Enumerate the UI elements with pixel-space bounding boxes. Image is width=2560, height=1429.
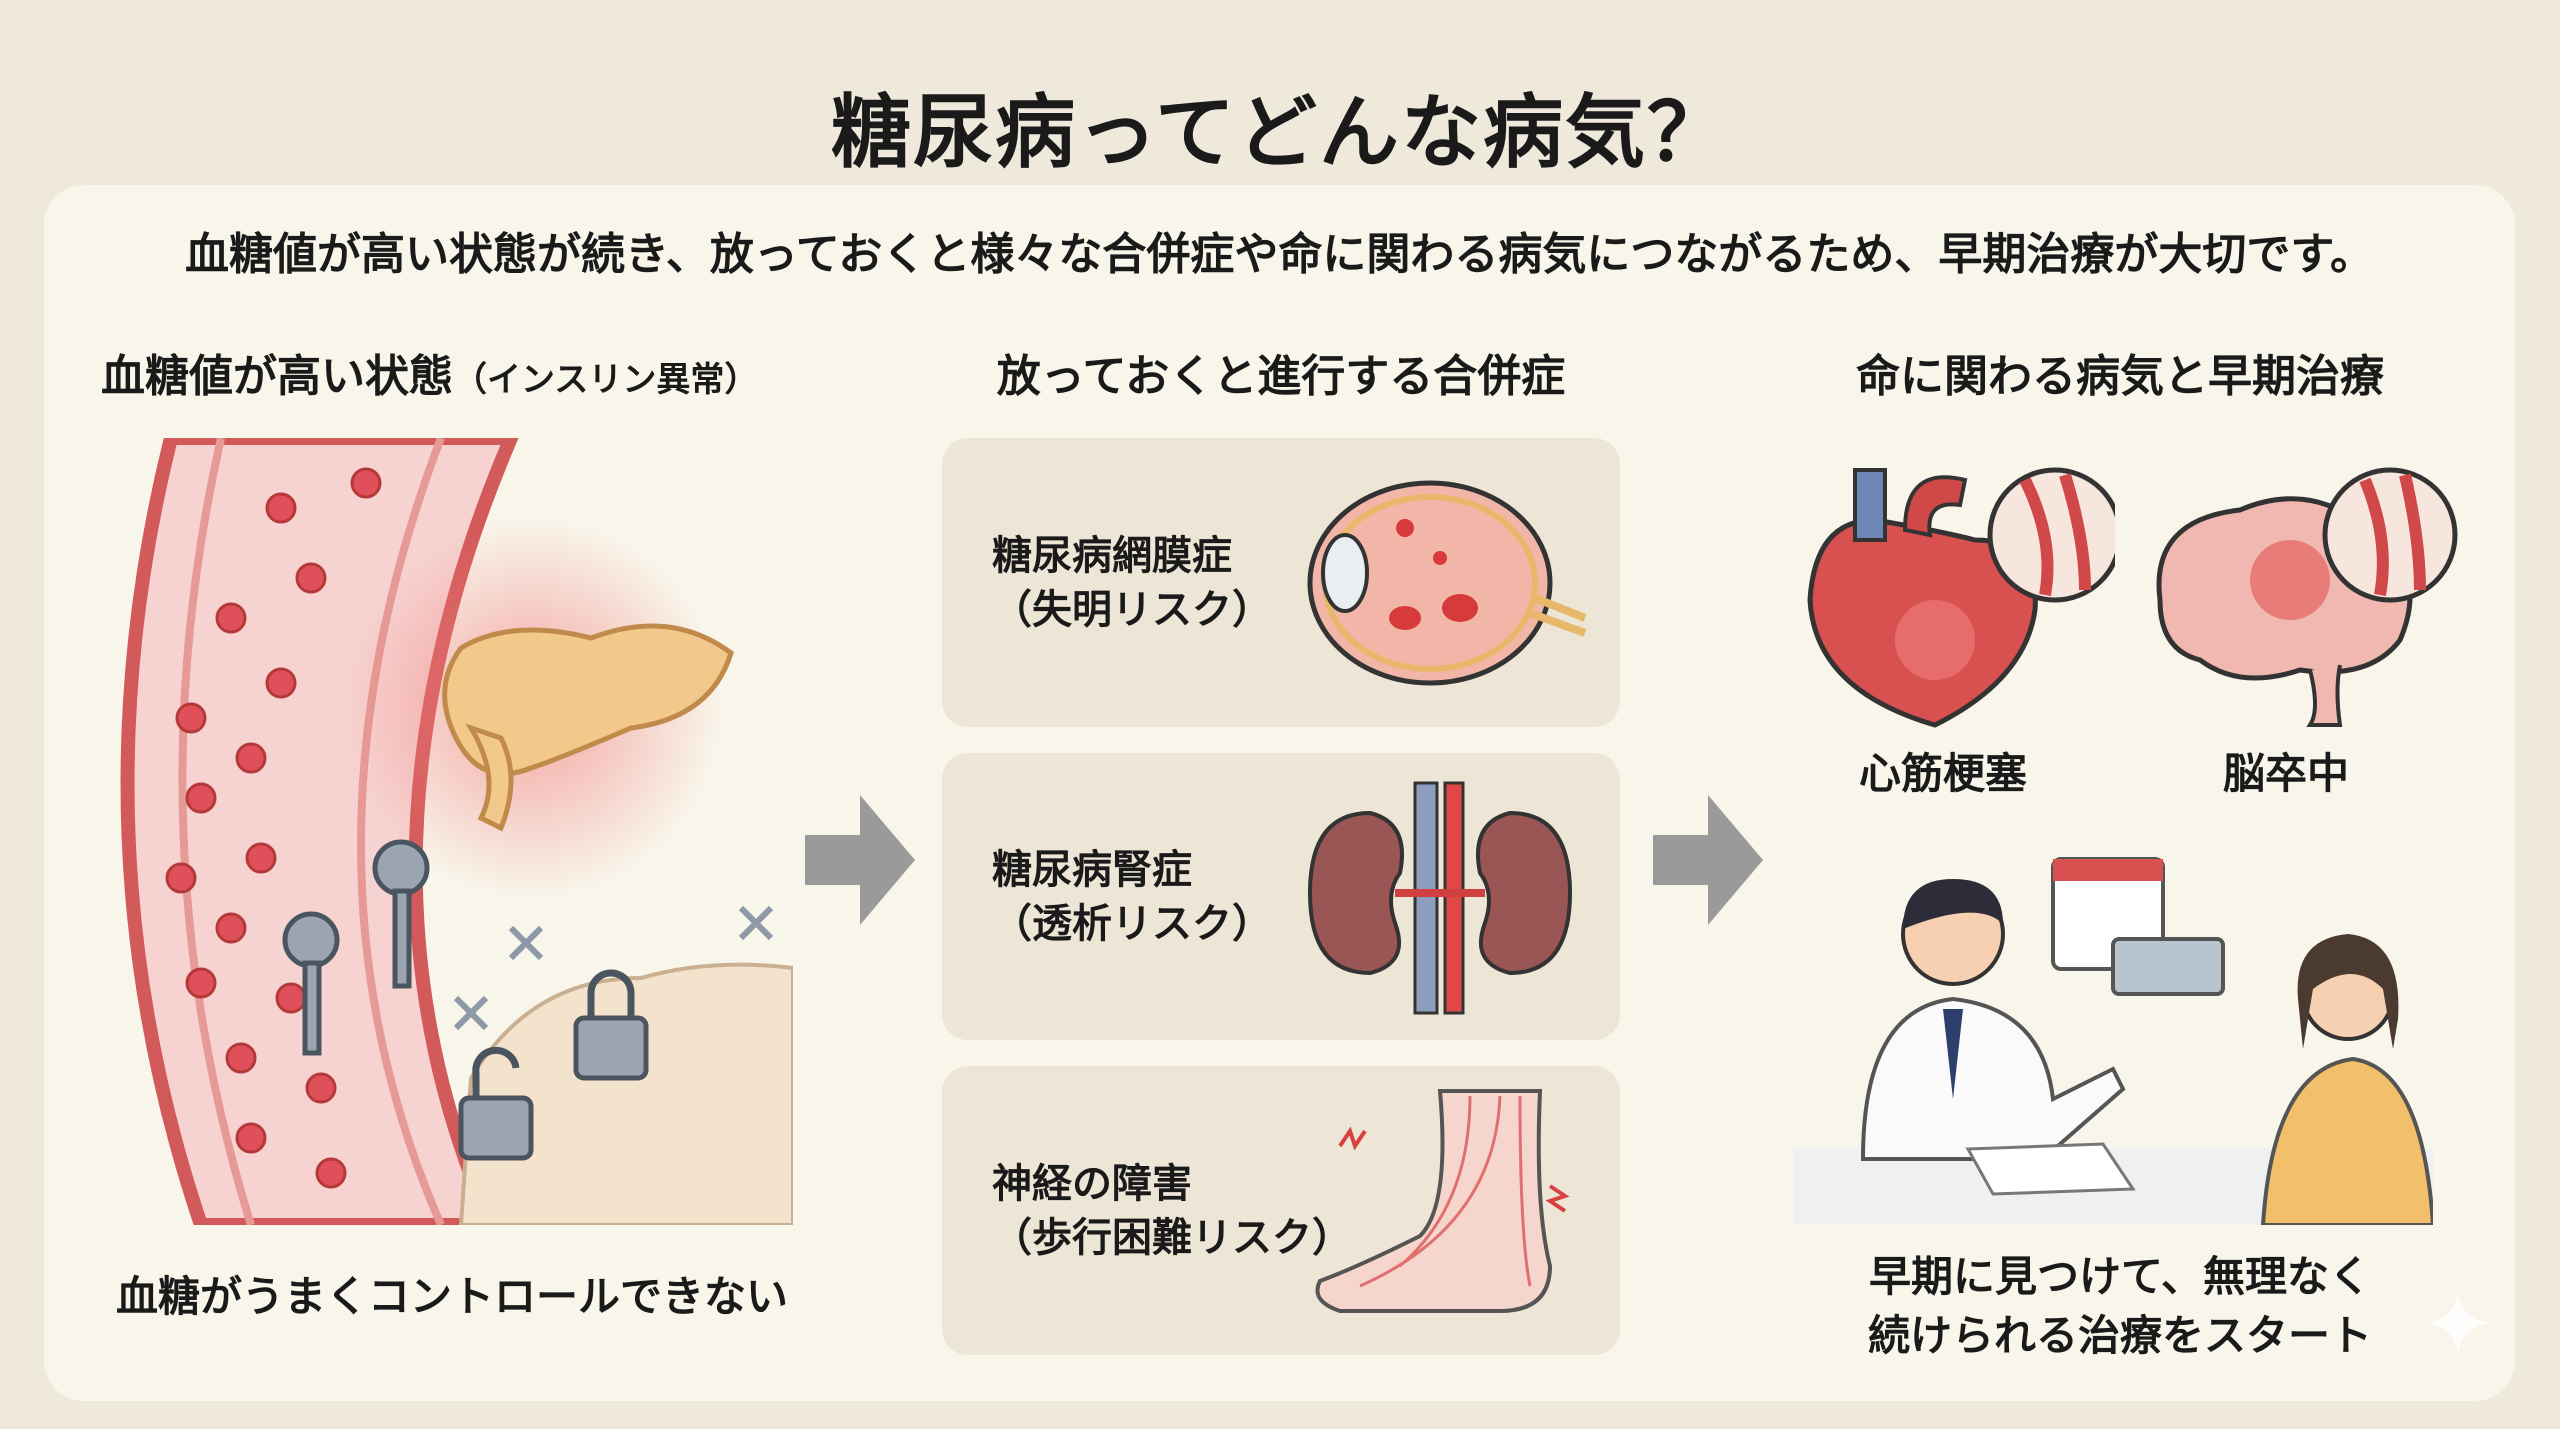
heart-icon — [1807, 467, 2115, 728]
section-header-right: 命に関わる病気と早期治療 — [1856, 351, 2384, 402]
page-title: 糖尿病ってどんな病気？ — [831, 86, 1729, 179]
brain-icon — [2156, 467, 2458, 727]
complication-card-neuropathy: 神経の障害 （歩行困難リスク） — [942, 1066, 1620, 1355]
subtitle: 血糖値が高い状態が続き、放っておくと様々な合併症や命に関わる病気につながるため、… — [185, 229, 2374, 280]
header-text: 血糖値が高い状態 — [101, 351, 453, 402]
card-risk: （歩行困難リスク） — [992, 1214, 1352, 1261]
arrow-right-icon — [805, 795, 915, 925]
disease-label-stroke: 脳卒中 — [2222, 749, 2349, 798]
complication-card-nephropathy: 糖尿病腎症 （透析リスク） — [942, 753, 1620, 1040]
caption-line: 続けられる治療をスタート — [1867, 1310, 2372, 1360]
card-risk: （透析リスク） — [992, 900, 1272, 947]
card-risk: （失明リスク） — [992, 586, 1272, 633]
doctor-consultation-illustration — [1793, 857, 2433, 1225]
arrow-right-icon — [1653, 795, 1763, 925]
left-caption: 血糖がうまくコントロールできない — [115, 1272, 788, 1321]
card-title: 糖尿病網膜症 — [992, 532, 1232, 579]
eye-icon — [1307, 480, 1587, 686]
disease-label-heart-attack: 心筋梗塞 — [1858, 749, 2027, 798]
blood-vessel-insulin-illustration — [120, 438, 793, 1225]
section-header-middle: 放っておくと進行する合併症 — [996, 351, 1566, 402]
header-note: （インスリン異常） — [453, 360, 759, 400]
right-caption: 早期に見つけて、無理なく続けられる治療をスタート — [1793, 1248, 2447, 1366]
foot-icon — [1315, 1089, 1570, 1313]
complication-card-retinopathy: 糖尿病網膜症 （失明リスク） — [942, 438, 1620, 727]
caption-line: 早期に見つけて、無理なく — [1869, 1252, 2371, 1301]
kidney-icon — [1307, 781, 1573, 1015]
section-header-left: 血糖値が高い状態（インスリン異常） — [101, 340, 758, 404]
sparkle-icon — [2425, 1290, 2491, 1356]
card-title: 神経の障害 — [992, 1160, 1192, 1207]
card-title: 糖尿病腎症 — [992, 846, 1192, 893]
